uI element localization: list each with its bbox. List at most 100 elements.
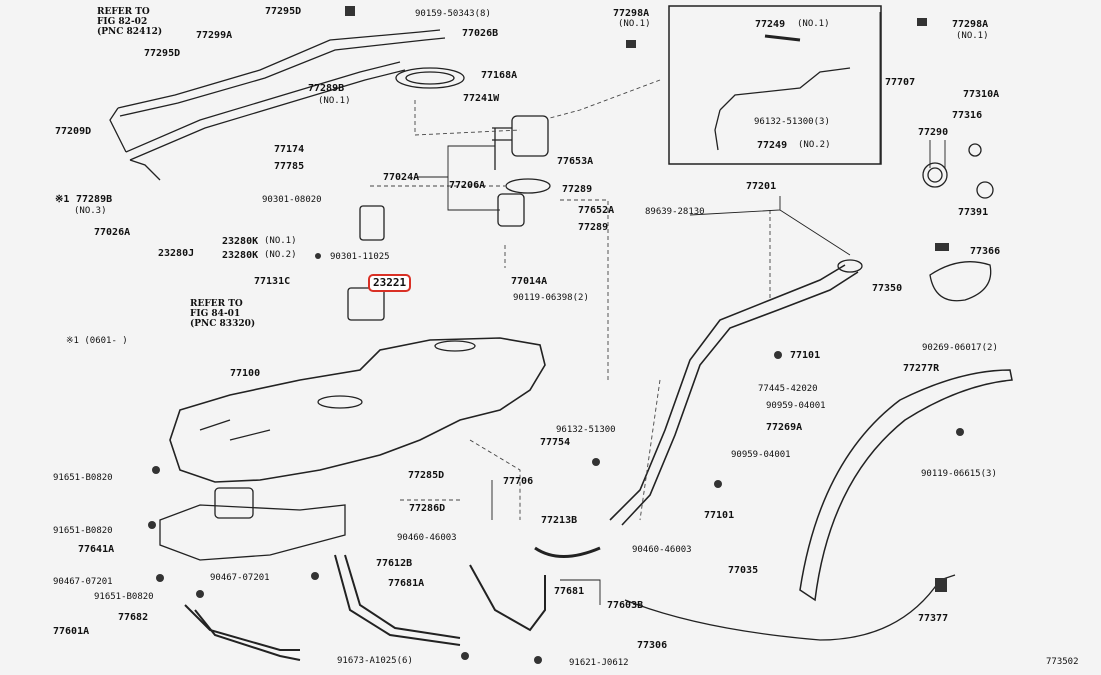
label-90959-04001-a: 90959-04001 [766,401,826,411]
strap-1 [184,604,300,651]
label-77286D: 77286D [409,503,446,514]
label-23280K-no2-sub: (NO.2) [264,250,297,260]
label-90301-11025: 90301-11025 [330,252,390,262]
pump-body [511,115,549,157]
pump-ring-inner [405,71,455,85]
inset-frame [668,5,882,165]
label-90959-04001-b: 90959-04001 [731,450,791,460]
bracket-77290 [929,140,946,168]
label-90467-07201-a: 90467-07201 [53,577,113,587]
label-77681: 77681 [554,586,585,597]
label-77299A: 77299A [196,30,233,41]
label-90301-08020: 90301-08020 [262,195,322,205]
label-77601A: 77601A [53,626,90,637]
label-23221-highlighted: 23221 [368,274,412,292]
label-90159-50343: 90159-50343(8) [415,9,491,19]
inset-tube-2 [714,109,721,151]
canister [214,487,254,519]
part-77377 [935,578,947,592]
label-91673-A1025: 91673-A1025(6) [337,656,413,666]
label-77682: 77682 [118,612,149,623]
strap-1b [194,609,301,661]
fuel-tank-outline [169,337,546,483]
fuel-cup [347,287,385,321]
bolt-96132 [592,458,600,466]
label-77100: 77100 [230,368,261,379]
label-77035: 77035 [728,565,759,576]
label-77350: 77350 [872,283,903,294]
tank-opening [434,340,476,352]
label-91651-B0820-c: 91651-B0820 [94,592,154,602]
opener-cable [624,574,956,641]
label-77295D: 77295D [144,48,181,59]
label-77445-42020: 77445-42020 [758,384,818,394]
label-77174: 77174 [274,144,305,155]
bolt-91651-b [148,521,156,529]
label-note-0601: ※1 (0601- ) [66,336,128,346]
label-77298A-left-sub: (NO.1) [618,19,651,29]
label-77168A: 77168A [481,70,518,81]
label-77289-b: 77289 [578,222,609,233]
label-77316: 77316 [952,110,983,121]
bolt-91621 [534,656,542,664]
clip-77298A-a [626,40,636,48]
label-77201: 77201 [746,181,777,192]
label-77289-a: 77289 [562,184,593,195]
label-77681A: 77681A [388,578,425,589]
label-77206A: 77206A [449,180,486,191]
refer-to-fig-84-01: REFER TO FIG 84-01 (PNC 83320) [190,299,256,329]
bolt-91651-c [196,590,204,598]
label-77290: 77290 [918,127,949,138]
tank-port [317,395,363,409]
label-77391: 77391 [958,207,989,218]
bolt-90119 [956,428,964,436]
label-77026A: 77026A [94,227,131,238]
label-23280K-no1-sub: (NO.1) [264,236,297,246]
part-77316 [968,143,982,157]
ring-77391 [976,181,994,199]
leader-inset [549,79,661,119]
label-77249-no1-sub: (NO.1) [797,19,830,29]
bolt-23280K-2 [315,253,321,259]
fuel-lid [929,261,992,302]
filler-neck [837,259,863,273]
inset-hose [764,34,801,42]
label-90460-46003-b: 90460-46003 [632,545,692,555]
bolt-90467-b [311,572,319,580]
bracket-77024A [418,145,500,211]
label-77298A-right-sub: (NO.1) [956,31,989,41]
wheelhouse-liner [799,369,1013,602]
label-77612B: 77612B [376,558,413,569]
label-77785: 77785 [274,161,305,172]
label-77603B: 77603B [607,600,644,611]
label-77377: 77377 [918,613,949,624]
label-77653A: 77653A [557,156,594,167]
label-90119-06615: 90119-06615(3) [921,469,997,479]
clip-77298A-b [917,18,927,26]
label-77289B-no1: 77289B [308,83,345,94]
label-77310A: 77310A [963,89,1000,100]
label-77652A: 77652A [578,205,615,216]
label-77209D: 77209D [55,126,92,137]
label-77289B-no3-sub: (NO.3) [74,206,107,216]
label-91651-B0820-b: 91651-B0820 [53,526,113,536]
label-90119-06398: 90119-06398(2) [513,293,589,303]
pump-ring [395,67,465,89]
label-23280K-no1: 23280K [222,236,259,247]
clip-77295D [345,6,355,16]
label-77366: 77366 [970,246,1001,257]
leader-vent [469,439,521,520]
tube-bend-2 [129,159,161,181]
label-77306: 77306 [637,640,668,651]
label-91651-B0820-a: 91651-B0820 [53,473,113,483]
label-77249-no1: 77249 [755,19,786,30]
label-77298A-right: 77298A [952,19,989,30]
strap-2 [334,554,461,646]
label-77754: 77754 [540,437,571,448]
sender-gauge [359,205,385,241]
label-77706: 77706 [503,476,534,487]
clip-77366 [935,243,949,251]
filler-pipe-1 [609,264,846,521]
